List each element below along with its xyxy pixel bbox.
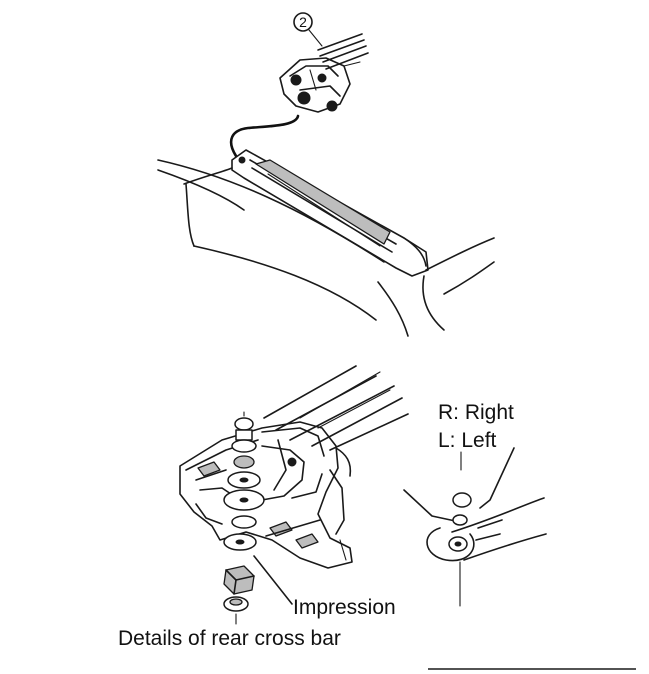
svg-text:2: 2 (299, 14, 307, 30)
bolt-stack (223, 411, 265, 551)
rear-cross-bar-detail: Impression Details of rear cross bar (118, 365, 409, 650)
roof-rail-overview: 2 (157, 12, 495, 337)
foot-bracket (179, 421, 353, 569)
clamp-nut (223, 565, 255, 595)
install-arrow (229, 114, 300, 158)
impression-leader (253, 555, 293, 605)
cross-bar-top (279, 33, 369, 113)
right-label: R: Right (438, 401, 514, 424)
callout-number: 2 (293, 12, 323, 47)
vehicle-roof-outline (157, 159, 495, 337)
rl-marking-detail: R: Right L: Left (403, 401, 547, 607)
impression-label: Impression (293, 596, 396, 619)
roof-rail (231, 149, 429, 277)
left-label: L: Left (438, 429, 497, 452)
detail-caption: Details of rear cross bar (118, 627, 341, 650)
cross-bar-tube (263, 365, 409, 451)
clamp-plate (223, 596, 249, 612)
